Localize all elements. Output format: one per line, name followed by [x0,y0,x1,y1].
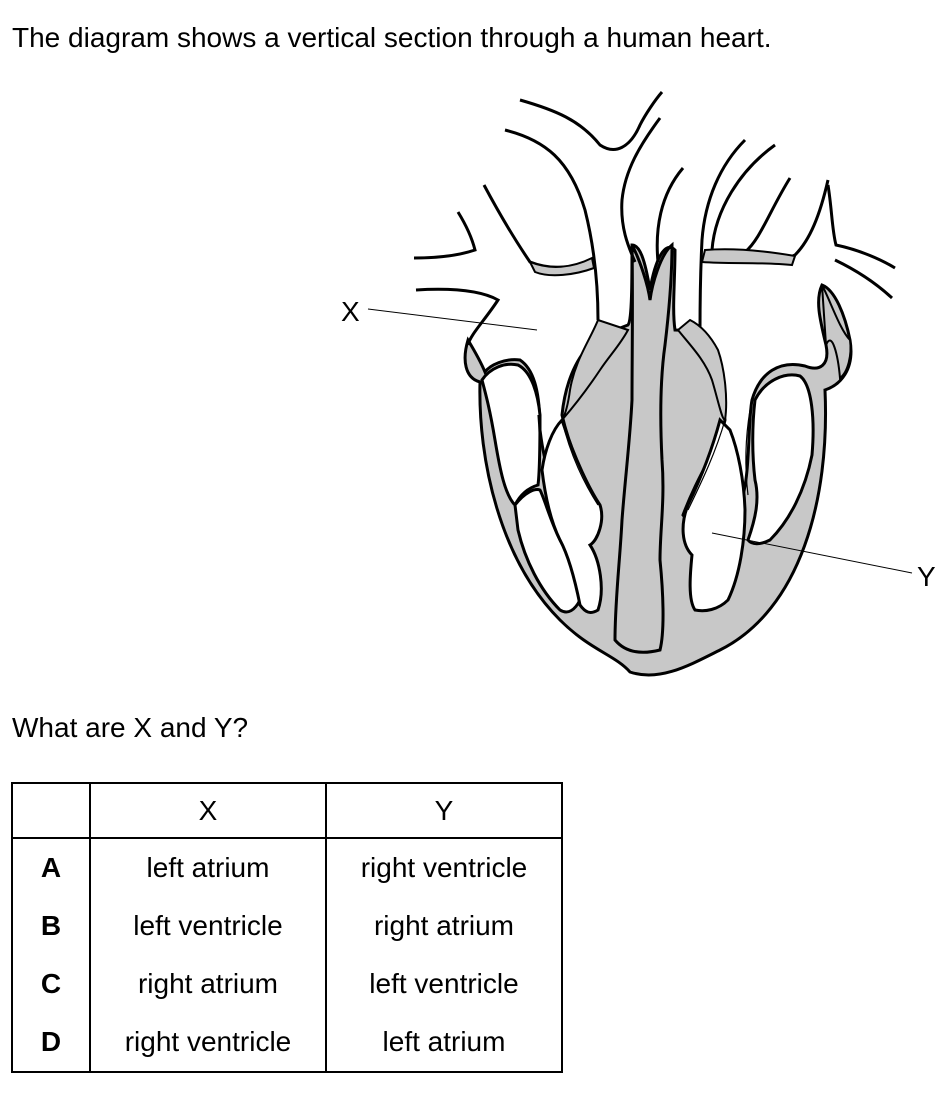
valve-left [537,414,541,486]
option-row-b[interactable]: B left ventricle right atrium [11,897,563,955]
label-line-y [711,532,913,574]
table-header-row: X Y [11,782,563,839]
heart-diagram: X Y [341,91,936,677]
vein-wall-right [821,284,852,380]
label-line-x [367,308,538,331]
option-x: right ventricle [89,1013,327,1073]
header-x: X [89,782,327,839]
option-x: right atrium [89,955,327,1013]
central-chamber-right [681,417,747,613]
label-y: Y [917,561,936,592]
question-intro: The diagram shows a vertical section thr… [12,22,772,53]
septum [613,241,674,654]
pulmonary-band-right [700,248,797,267]
aortic-root-left [561,318,630,421]
header-y: Y [325,782,563,839]
valve-right [745,409,751,496]
option-row-c[interactable]: C right atrium left ventricle [11,955,563,1013]
answer-table: X Y A left atrium right ventricle B left… [11,782,563,1073]
option-key: C [11,955,91,1013]
question-prompt: What are X and Y? [12,712,249,743]
option-x: left atrium [89,838,327,897]
option-row-d[interactable]: D right ventricle left atrium [11,1013,563,1073]
header-key [11,782,91,839]
central-chamber-left [540,417,604,614]
option-row-a[interactable]: A left atrium right ventricle [11,838,563,897]
right-chamber [746,373,815,546]
option-key: A [11,838,91,897]
option-key: B [11,897,91,955]
option-y: left ventricle [325,955,563,1013]
option-y: right ventricle [325,838,563,897]
valve-central-right [687,419,726,511]
option-y: right atrium [325,897,563,955]
option-key: D [11,1013,91,1073]
label-x: X [341,296,360,327]
pulmonary-band-left [527,256,596,277]
valve-central-left [561,419,599,506]
option-y: left atrium [325,1013,563,1073]
aortic-root-right [676,318,728,422]
option-x: left ventricle [89,897,327,955]
